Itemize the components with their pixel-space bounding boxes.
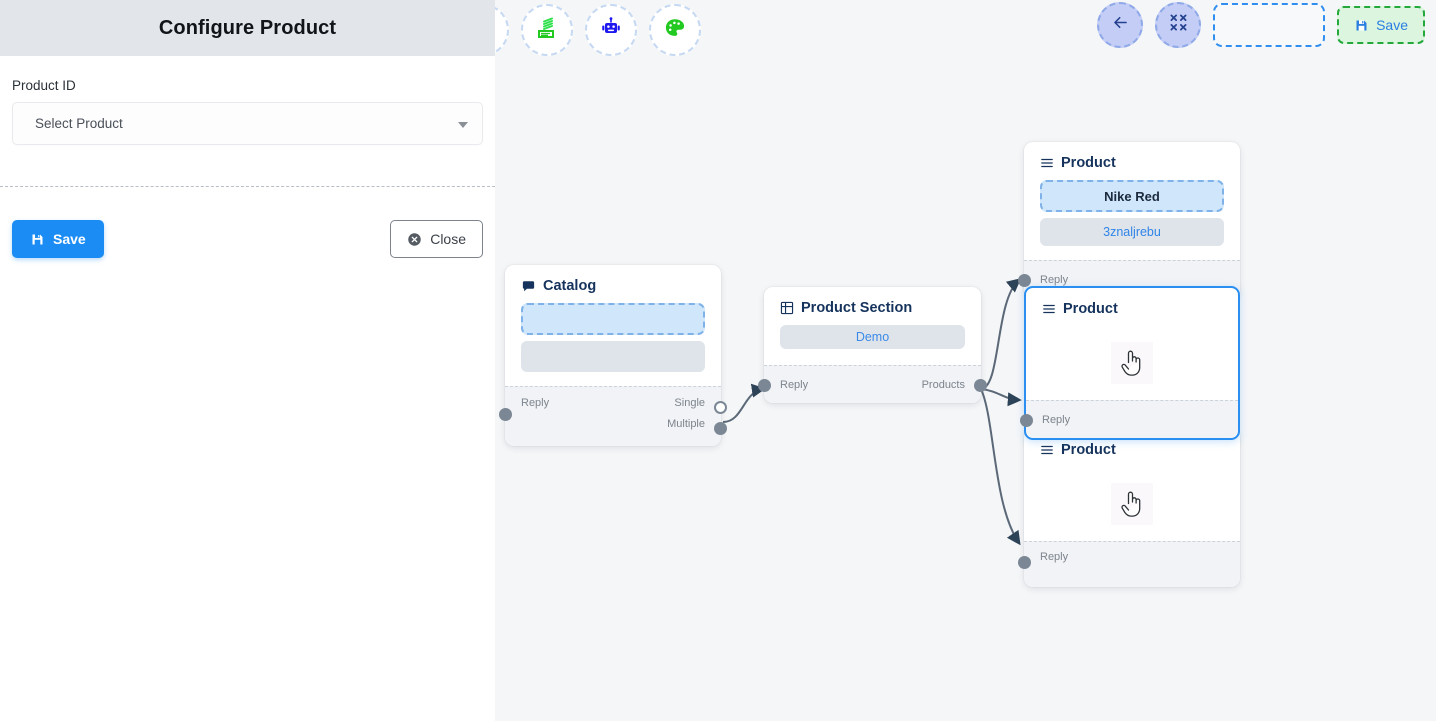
flow-canvas[interactable]: Save Catalog Reply Single <box>495 0 1436 721</box>
node-product-section-header: Product Section <box>764 287 981 325</box>
product-section-slot-demo[interactable]: Demo <box>780 325 965 349</box>
panel-divider <box>0 186 495 187</box>
panel-actions: Save Close <box>0 186 495 276</box>
canvas-save-label: Save <box>1376 17 1408 33</box>
port-product-1-reply[interactable] <box>1018 273 1031 287</box>
port-label-reply: Reply <box>1040 273 1069 286</box>
collapse-icon <box>1169 13 1188 37</box>
panel-close-label: Close <box>430 231 466 247</box>
hand-pointer-icon <box>1111 483 1153 525</box>
node-product-3-title: Product <box>1061 442 1116 458</box>
node-product-2-header: Product <box>1026 288 1238 326</box>
arrow-left-icon <box>1111 13 1130 37</box>
port-product-2-reply[interactable] <box>1020 413 1033 427</box>
panel-save-label: Save <box>53 231 86 247</box>
panel-header: Configure Product <box>0 0 495 56</box>
product-1-slot-dashed[interactable]: Nike Red <box>1040 180 1224 212</box>
node-catalog-header: Catalog <box>505 265 721 303</box>
canvas-actions-toolbar[interactable]: Save <box>1097 2 1425 48</box>
node-product-2[interactable]: Product Reply <box>1020 286 1240 440</box>
node-catalog-ports: Reply Single . Multiple <box>499 386 727 446</box>
product-id-placeholder: Select Product <box>35 116 123 131</box>
node-product-section-title: Product Section <box>801 300 913 316</box>
node-product-3-ports: Reply <box>1018 541 1240 587</box>
robot-icon <box>599 16 623 45</box>
node-product-1-header: Product <box>1024 142 1240 180</box>
node-product-2-ports: Reply <box>1020 400 1238 438</box>
back-button[interactable] <box>1097 2 1144 48</box>
node-product-1-title: Product <box>1061 155 1116 171</box>
save-icon <box>30 232 45 247</box>
tool-button-palette[interactable] <box>649 4 701 56</box>
node-product-2-title: Product <box>1063 301 1118 317</box>
canvas-save-button[interactable]: Save <box>1337 6 1425 44</box>
panel-save-button[interactable]: Save <box>12 220 104 258</box>
product-1-slot-grey[interactable]: 3znaljrebu <box>1040 218 1224 246</box>
hand-pointer-icon <box>1111 342 1153 384</box>
chat-bubble-icon <box>521 279 536 294</box>
toolbar-empty-slot[interactable] <box>1213 3 1326 47</box>
list-icon <box>1040 443 1054 457</box>
product-id-select[interactable]: Select Product <box>12 102 483 145</box>
close-circle-icon <box>407 232 422 247</box>
port-label-reply: Reply <box>1042 413 1071 426</box>
node-catalog-title: Catalog <box>543 278 597 294</box>
node-product-3-body <box>1024 467 1240 541</box>
stack-icon <box>535 16 559 45</box>
node-product-section-body: Demo <box>764 325 981 365</box>
tool-button-robot[interactable] <box>585 4 637 56</box>
palette-icon <box>663 16 687 45</box>
port-label-reply: Reply <box>780 378 809 391</box>
node-catalog[interactable]: Catalog Reply Single . Multiple <box>499 265 727 446</box>
node-product-3-header: Product <box>1024 429 1240 467</box>
catalog-slot-dashed[interactable] <box>521 303 705 335</box>
port-catalog-reply[interactable] <box>499 408 512 421</box>
grid-icon <box>780 301 794 315</box>
save-icon <box>1354 18 1369 33</box>
node-product-2-body <box>1026 326 1238 400</box>
list-icon <box>1040 156 1054 170</box>
canvas-tool-palette[interactable] <box>495 4 701 56</box>
node-product-3[interactable]: Product Reply <box>1018 429 1240 587</box>
port-product-section-reply[interactable] <box>758 378 771 392</box>
port-label-products: Products <box>921 378 965 391</box>
port-product-3-reply[interactable] <box>1018 556 1031 569</box>
port-catalog-single[interactable] <box>714 401 727 414</box>
panel-body: Product ID Select Product <box>0 56 495 145</box>
chevron-down-icon <box>458 121 468 128</box>
product-id-label: Product ID <box>12 78 76 93</box>
node-product-section[interactable]: Product Section Demo Reply Products <box>758 287 987 403</box>
collapse-button[interactable] <box>1155 2 1202 48</box>
node-product-section-ports: Reply Products <box>758 365 987 403</box>
tool-button-hidden[interactable] <box>495 4 509 56</box>
node-product-1[interactable]: Product Nike Red 3znaljrebu Reply <box>1018 142 1240 298</box>
port-label-single: Single <box>674 397 705 409</box>
node-product-1-body: Nike Red 3znaljrebu <box>1024 180 1240 260</box>
port-label-reply: Reply <box>521 397 550 409</box>
port-label-reply: Reply <box>1040 551 1069 563</box>
page-title: Configure Product <box>158 16 337 39</box>
panel-close-button[interactable]: Close <box>390 220 483 258</box>
node-catalog-body <box>505 303 721 386</box>
tool-button-stack[interactable] <box>521 4 573 56</box>
list-icon <box>1042 302 1056 316</box>
port-product-section-products[interactable] <box>974 378 987 392</box>
port-label-multiple: Multiple <box>667 418 705 430</box>
catalog-slot-grey[interactable] <box>521 341 705 372</box>
port-catalog-multiple[interactable] <box>714 422 727 435</box>
configure-product-panel: Configure Product Product ID Select Prod… <box>0 0 495 721</box>
